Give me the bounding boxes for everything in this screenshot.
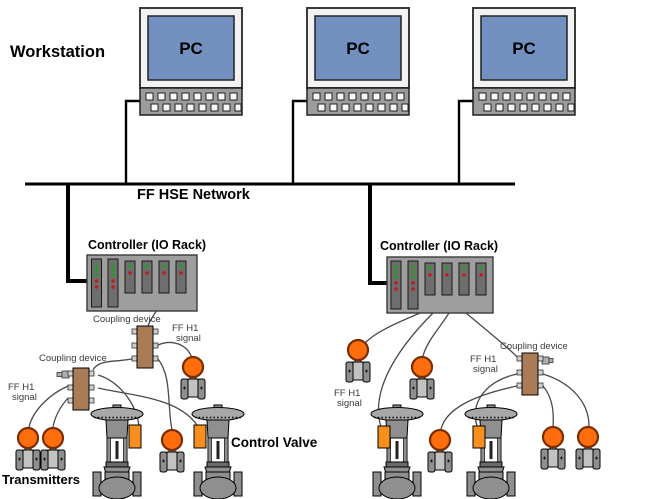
valve4-positioner bbox=[472, 425, 486, 449]
ff-h1-label-1: FF H1 signal bbox=[172, 323, 201, 344]
control-valve-4 bbox=[464, 404, 518, 499]
io-card bbox=[441, 262, 453, 296]
transmitter-4 bbox=[158, 428, 186, 474]
pc1-label: PC bbox=[179, 39, 203, 58]
coupling1-label: Coupling device bbox=[93, 314, 161, 325]
svg-text:FF H1: FF H1 bbox=[8, 382, 34, 393]
pc2-network-drop bbox=[291, 99, 307, 184]
io-card bbox=[475, 262, 487, 296]
controller2-io-rack bbox=[386, 256, 494, 314]
transmitter-8 bbox=[539, 425, 567, 471]
pc-workstation-1 bbox=[139, 7, 243, 116]
io-card bbox=[175, 260, 187, 294]
control-valve-2 bbox=[191, 404, 245, 499]
wire-coupling2-transmitter2 bbox=[52, 397, 69, 428]
wire-rack2-transmitterB bbox=[422, 312, 450, 357]
io-card bbox=[107, 258, 119, 308]
transmitter-5 bbox=[344, 338, 372, 384]
io-card bbox=[124, 260, 136, 294]
network-label: FF HSE Network bbox=[137, 187, 251, 203]
control-valve-1 bbox=[90, 404, 144, 499]
transmitter-1 bbox=[14, 426, 42, 472]
control-valve-3 bbox=[370, 404, 424, 499]
controller1-network-drop bbox=[66, 185, 87, 283]
svg-text:signal: signal bbox=[337, 398, 362, 409]
wire-coupling1-coupling2 bbox=[92, 357, 136, 371]
controller2-label: Controller (IO Rack) bbox=[380, 239, 498, 253]
svg-text:FF H1: FF H1 bbox=[172, 323, 198, 334]
transmitter-6 bbox=[408, 355, 436, 401]
pc-workstation-2 bbox=[306, 7, 410, 116]
io-card bbox=[91, 258, 102, 308]
wire-coupling2-transmitter1 bbox=[28, 385, 69, 428]
svg-text:FF H1: FF H1 bbox=[334, 388, 360, 399]
io-card bbox=[141, 260, 153, 294]
pc3-label: PC bbox=[512, 39, 536, 58]
wire-coupling3-transmitterC bbox=[440, 385, 518, 430]
workstation-label: Workstation bbox=[10, 43, 105, 61]
pc1-network-drop bbox=[124, 99, 140, 184]
svg-text:signal: signal bbox=[12, 392, 37, 403]
pc2-label: PC bbox=[346, 39, 370, 58]
transmitter-2 bbox=[39, 426, 67, 472]
valve-positioners bbox=[128, 424, 486, 449]
coupling-device-3 bbox=[516, 352, 554, 396]
transmitters-label: Transmitters bbox=[2, 472, 80, 487]
coupling2-label: Coupling device bbox=[39, 353, 107, 364]
coupling3-label: Coupling device bbox=[500, 341, 568, 352]
valve2-positioner bbox=[193, 424, 207, 449]
controller2-network-drop bbox=[368, 185, 387, 285]
svg-text:FF H1: FF H1 bbox=[470, 354, 496, 365]
ff-h1-label-2: FF H1 signal bbox=[8, 382, 37, 403]
svg-text:signal: signal bbox=[176, 333, 201, 344]
wire-coupling2-valve1 bbox=[97, 374, 140, 427]
pc3-network-drop bbox=[457, 99, 473, 184]
wire-coupling3-transmitterE bbox=[542, 373, 590, 427]
valve3-positioner bbox=[377, 425, 391, 449]
io-card bbox=[458, 262, 470, 296]
coupling-device-1 bbox=[131, 325, 159, 369]
transmitter-7 bbox=[426, 428, 454, 474]
wire-rack2-coupling3 bbox=[465, 312, 520, 360]
valve1-positioner bbox=[128, 424, 142, 449]
ff-h1-label-4: FF H1 signal bbox=[470, 354, 498, 375]
io-card bbox=[407, 260, 419, 310]
wire-rack2-transmitterA bbox=[364, 312, 421, 344]
wire-coupling3-transmitterD bbox=[542, 385, 554, 428]
io-card bbox=[424, 262, 436, 296]
svg-text:signal: signal bbox=[473, 364, 498, 375]
io-card bbox=[158, 260, 170, 294]
pc-workstation-3 bbox=[472, 7, 576, 116]
io-card bbox=[390, 260, 402, 310]
ff-h1-label-3: FF H1 signal bbox=[334, 388, 362, 409]
controller1-io-rack bbox=[86, 254, 198, 312]
transmitter-3 bbox=[179, 355, 207, 401]
wire-coupling2-valve2 bbox=[97, 387, 198, 426]
controller1-label: Controller (IO Rack) bbox=[88, 238, 206, 252]
transmitter-9 bbox=[574, 425, 602, 471]
wire-coupling1-mid-transmitter bbox=[157, 358, 173, 431]
coupling-device-2 bbox=[56, 367, 95, 411]
wire-coupling1-transmitter bbox=[157, 341, 193, 359]
control-valve-label: Control Valve bbox=[231, 435, 318, 450]
